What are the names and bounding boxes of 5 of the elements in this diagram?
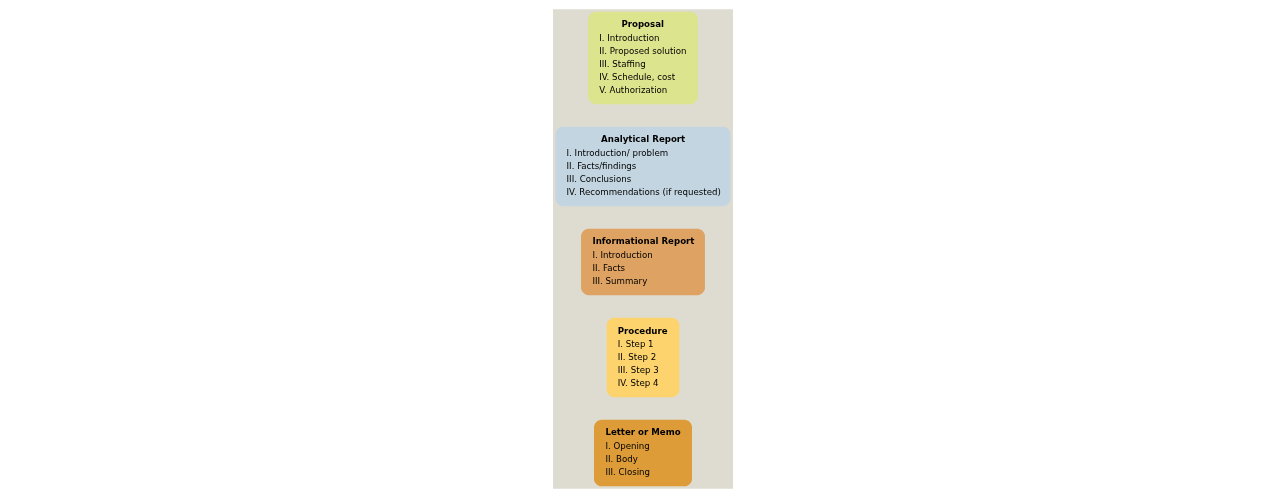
node-box: Letter or Memo I. Opening II. Body III. Closing [594,419,692,486]
node-box: Proposal I. Introduction II. Proposed solution III. Staffing IV. Schedule, cost V. Authorization [588,11,698,104]
node-box: Procedure I. Step 1 II. Step 2 III. Step 3 IV. Step 4 [606,317,680,397]
node-box: Informational Report I. Introduction II. Facts III. Summary [581,228,705,295]
node-box: Analytical Report I. Introduction/ problem II. Facts/findings III. Conclusions IV. Recommendations (if requested) [555,126,731,206]
